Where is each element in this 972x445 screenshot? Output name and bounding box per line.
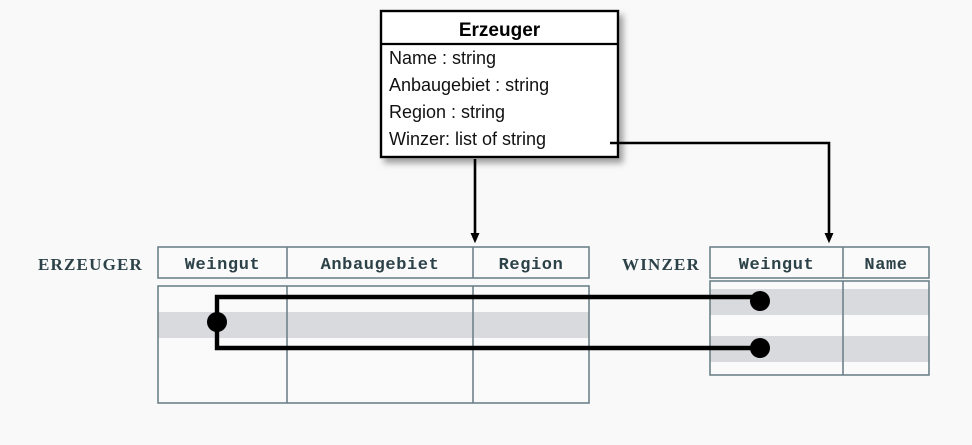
class-box-outline: [379, 9, 620, 159]
connector-class-winzer-attr-to-winzer: [610, 141, 834, 244]
table-label-erzeuger: ERZEUGER: [38, 255, 143, 274]
erzeuger-column-header-anbaugebiet: Anbaugebiet: [321, 256, 440, 275]
link-dot-winzer-row3[interactable]: [750, 338, 770, 358]
erzeuger-row-2-highlight[interactable]: [158, 312, 589, 338]
erzeuger-column-header-weingut: Weingut: [185, 256, 261, 275]
winzer-row-1-highlight[interactable]: [710, 289, 929, 315]
winzer-header-outline: [709, 246, 930, 279]
class-attribute-anbaugebiet: Anbaugebiet : string: [389, 75, 549, 95]
erzeuger-table-body: [157, 285, 590, 404]
winzer-body-outline: [709, 280, 930, 376]
winzer-column-header-name: Name: [864, 256, 907, 275]
winzer-header-row: Weingut Name: [709, 246, 930, 279]
link-dot-erzeuger-row2[interactable]: [207, 312, 227, 332]
class-attribute-region: Region : string: [389, 102, 505, 122]
class-attribute-winzer: Winzer: list of string: [389, 129, 546, 149]
class-attribute-name: Name : string: [389, 48, 496, 68]
table-label-winzer: WINZER: [622, 255, 700, 274]
class-name-label: Erzeuger: [459, 20, 541, 41]
link-dot-winzer-row1[interactable]: [750, 291, 770, 311]
erzeuger-header-row: Weingut Anbaugebiet Region: [157, 246, 590, 279]
erzeuger-header-outline: [157, 246, 590, 279]
erzeuger-body-outline: [157, 285, 590, 404]
erzeuger-column-header-region: Region: [499, 256, 564, 275]
winzer-column-header-weingut: Weingut: [739, 256, 815, 275]
erzeuger-body-fill: [158, 286, 589, 403]
uml-class-box[interactable]: [379, 9, 620, 159]
